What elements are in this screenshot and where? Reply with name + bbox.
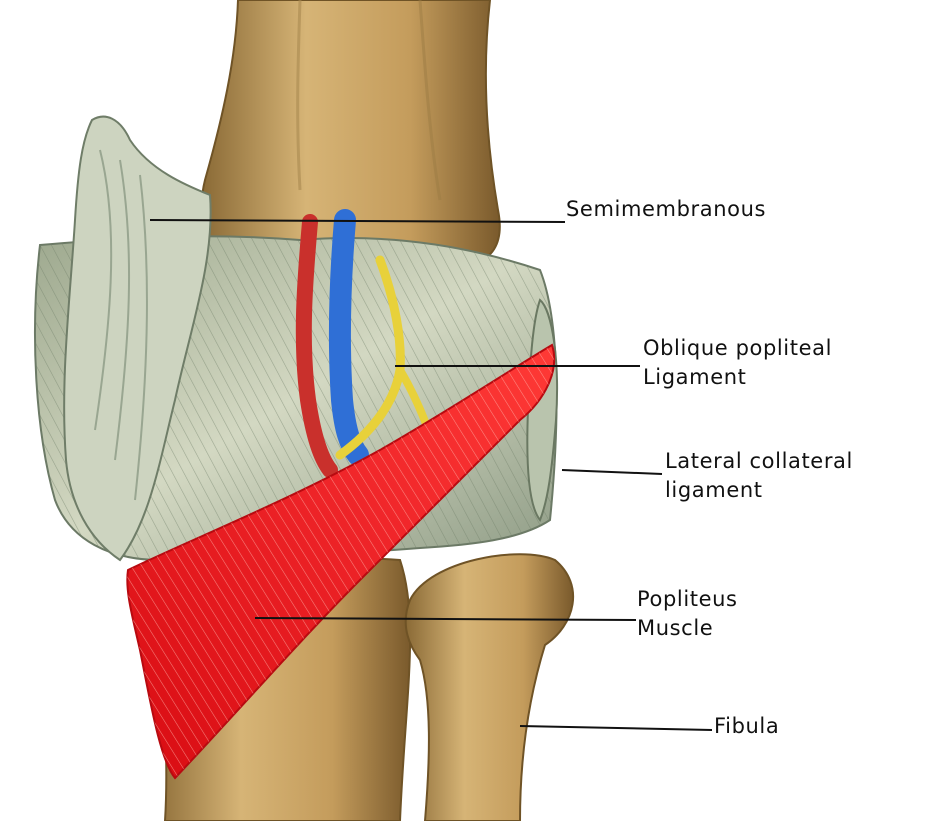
label-oblique-popliteal-line2: Ligament bbox=[643, 364, 746, 390]
label-semimembranous: Semimembranous bbox=[566, 196, 766, 222]
fibula-leader-line bbox=[520, 726, 712, 730]
label-popliteus-line1: Popliteus bbox=[637, 586, 738, 612]
label-lateral-collateral-line1: Lateral collateral bbox=[665, 448, 853, 474]
lateral-collateral-leader-line bbox=[562, 470, 662, 474]
label-fibula: Fibula bbox=[714, 713, 779, 739]
label-lateral-collateral-line2: ligament bbox=[665, 477, 763, 503]
label-popliteus-line2: Muscle bbox=[637, 615, 713, 641]
label-oblique-popliteal-line1: Oblique popliteal bbox=[643, 335, 832, 361]
fibula-bone bbox=[406, 554, 573, 821]
